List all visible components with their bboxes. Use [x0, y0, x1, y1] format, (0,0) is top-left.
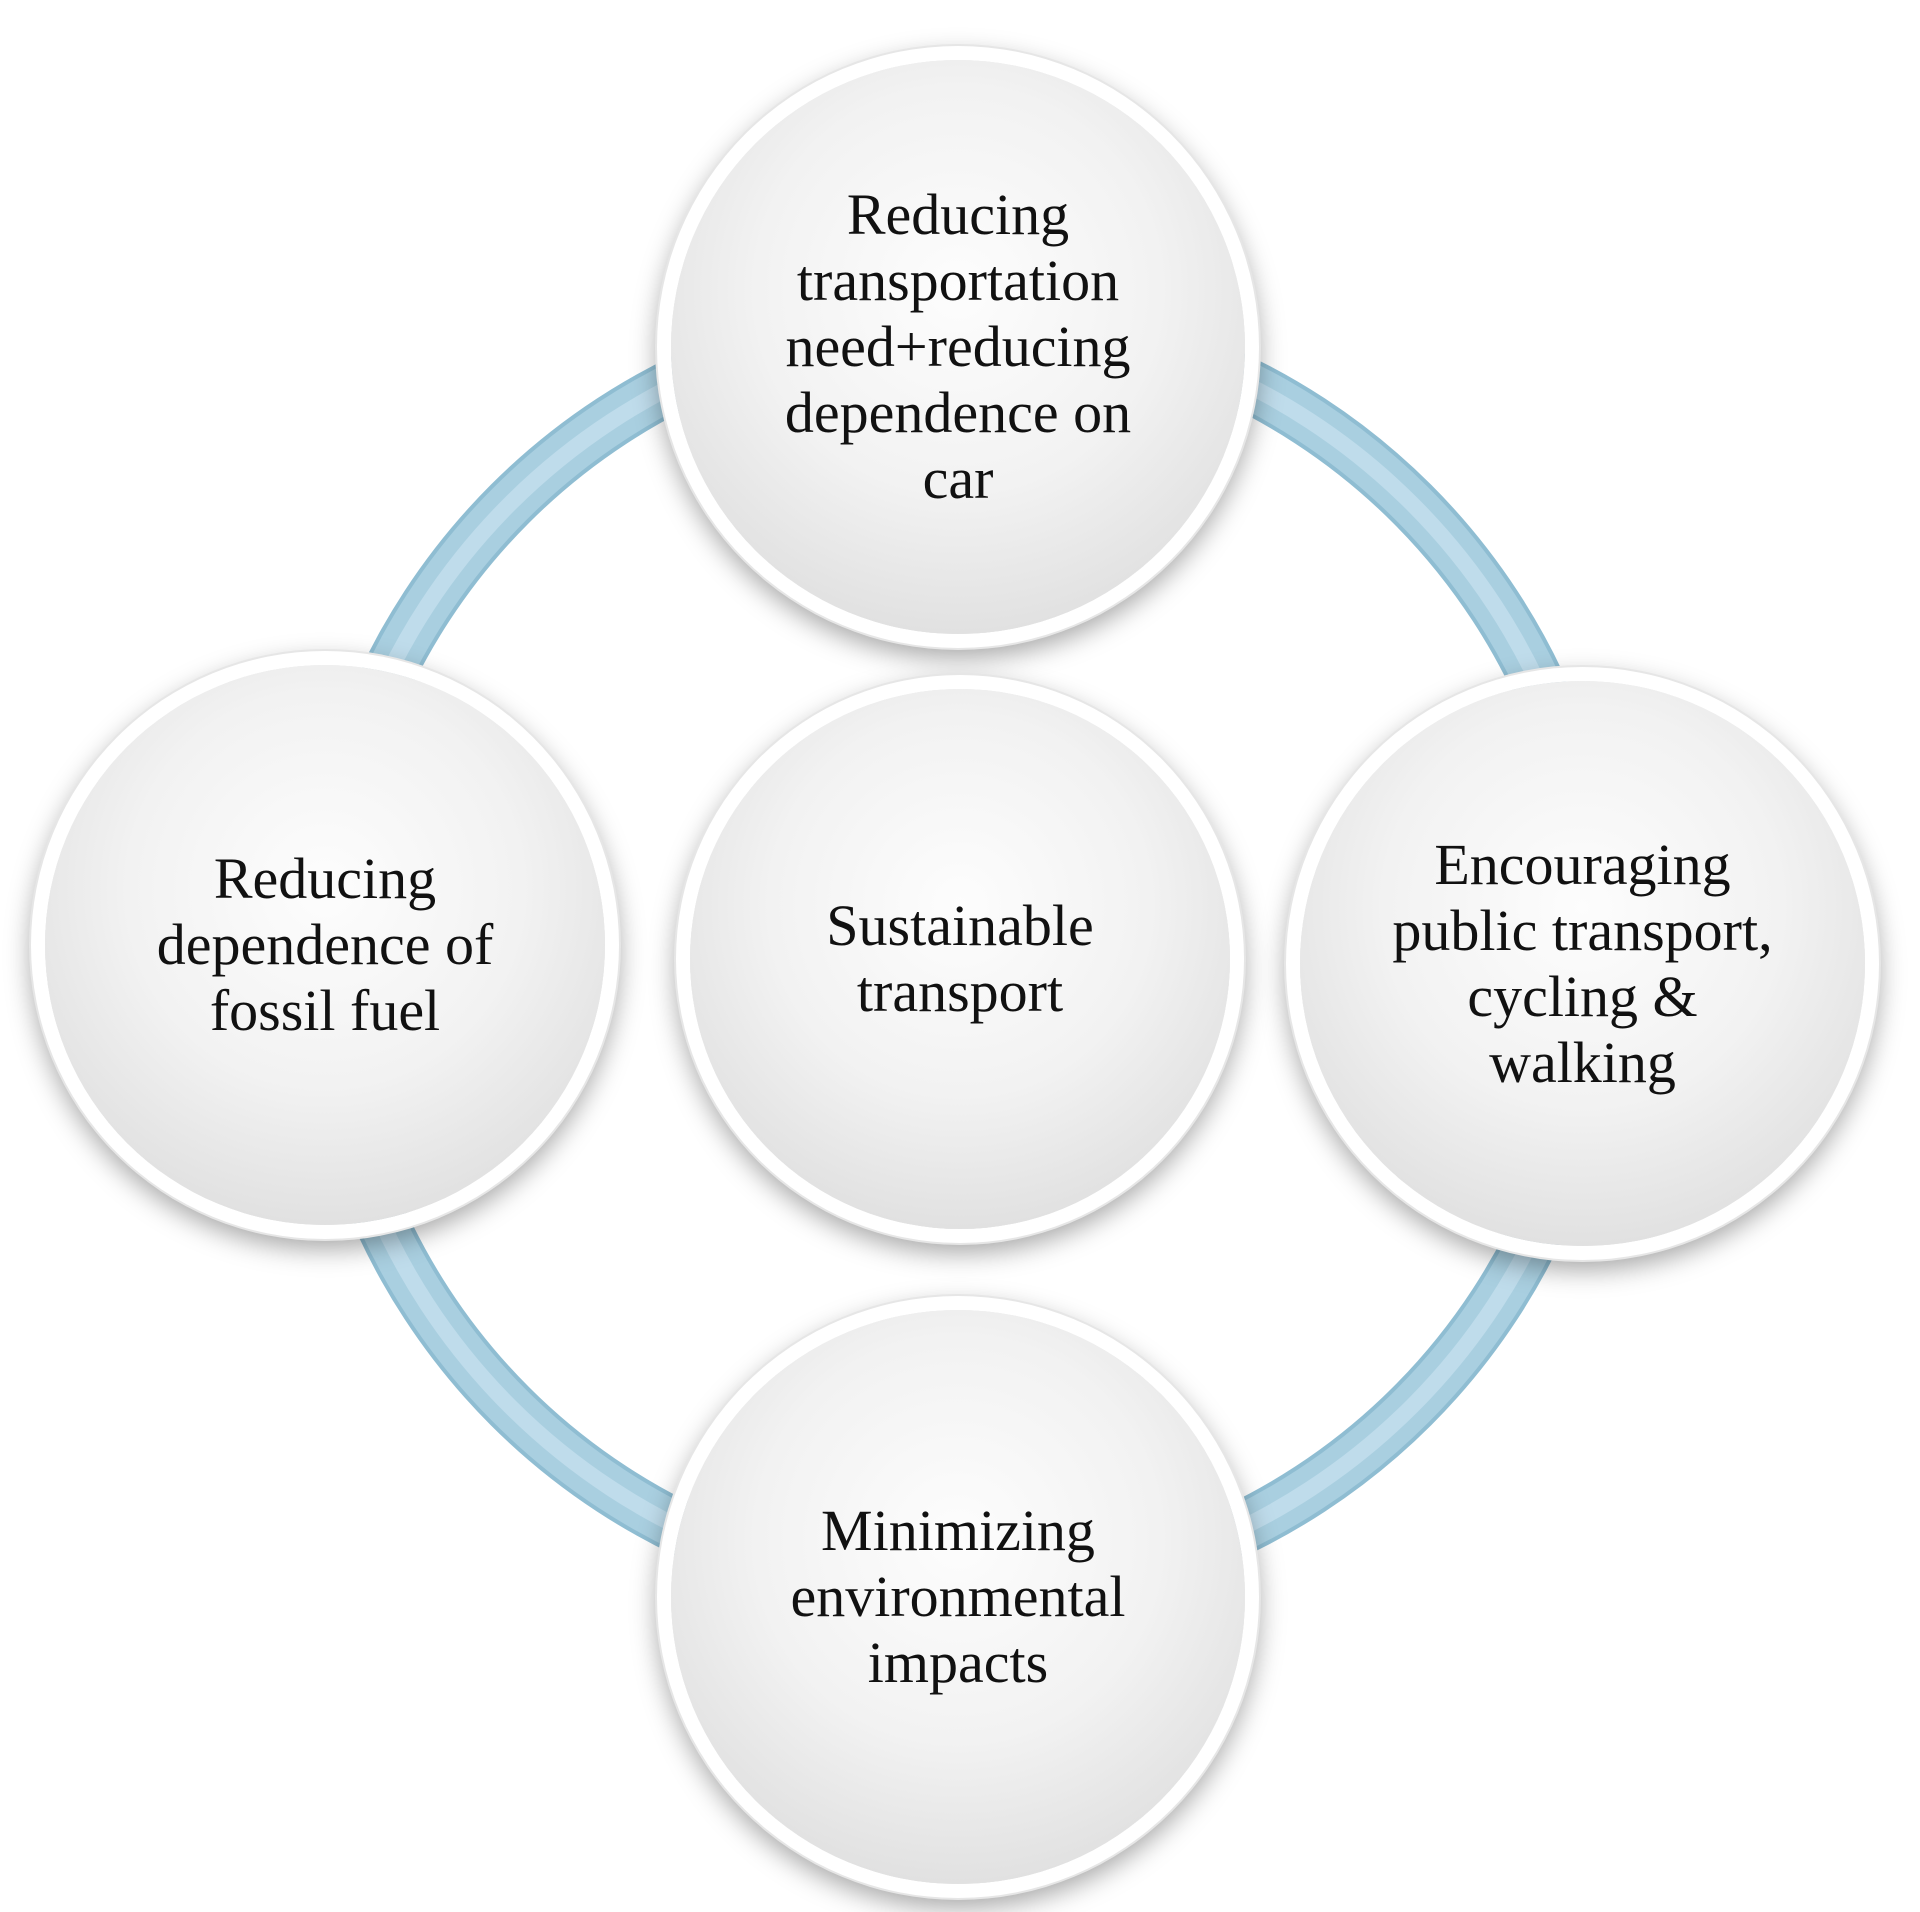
- node-label: Reducing transportation need+reducing de…: [784, 182, 1132, 511]
- node-encouraging-public-transport: Encouraging public transport, cycling & …: [1300, 681, 1865, 1246]
- node-reducing-transportation-need: Reducing transportation need+reducing de…: [671, 60, 1245, 634]
- center-label: Sustainable transport: [826, 893, 1094, 1024]
- node-minimizing-environmental-impacts: Minimizing environmental impacts: [671, 1310, 1245, 1884]
- node-label: Minimizing environmental impacts: [790, 1498, 1126, 1695]
- node-label: Encouraging public transport, cycling & …: [1392, 831, 1773, 1095]
- center-node-sustainable-transport: Sustainable transport: [690, 689, 1230, 1229]
- node-reducing-fossil-fuel-dependence: Reducing dependence of fossil fuel: [45, 665, 605, 1225]
- node-label: Reducing dependence of fossil fuel: [156, 846, 494, 1043]
